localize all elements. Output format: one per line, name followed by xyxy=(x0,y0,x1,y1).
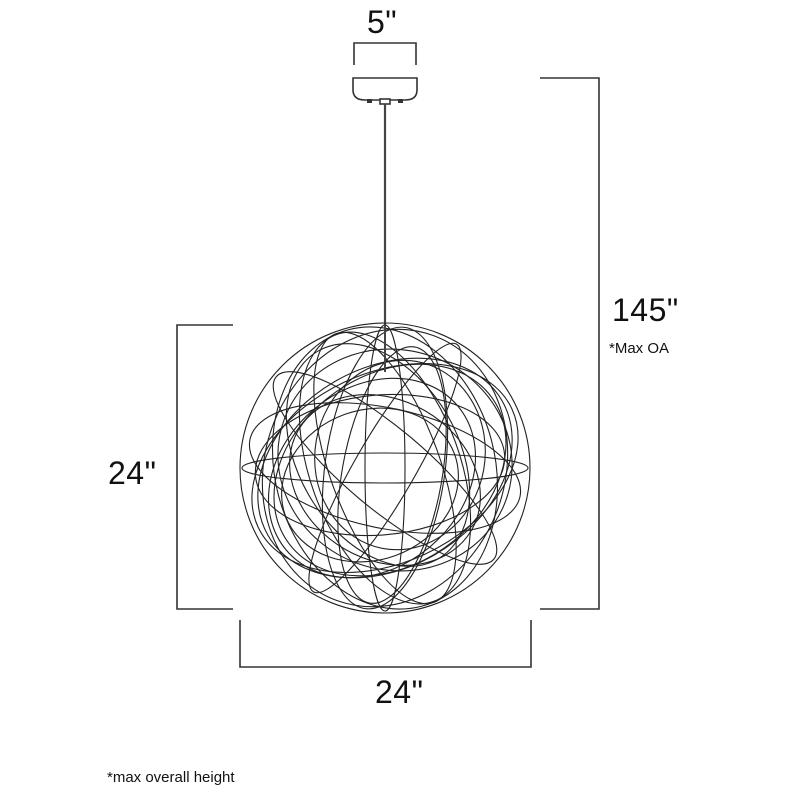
globe-height-label: 24" xyxy=(108,455,157,491)
footnote: *max overall height xyxy=(107,769,235,786)
overall-height-note: *Max OA xyxy=(609,340,670,357)
globe-width-label: 24" xyxy=(375,674,424,710)
canopy-icon xyxy=(352,77,418,105)
canopy-width-label: 5" xyxy=(367,4,398,40)
globe-height-bracket xyxy=(176,324,233,610)
overall-height-bracket xyxy=(540,77,600,610)
canopy-width-bracket xyxy=(353,42,417,65)
overall-height-label: 145" xyxy=(612,292,679,328)
wire-globe-icon xyxy=(239,322,531,614)
globe-width-bracket xyxy=(239,620,532,668)
